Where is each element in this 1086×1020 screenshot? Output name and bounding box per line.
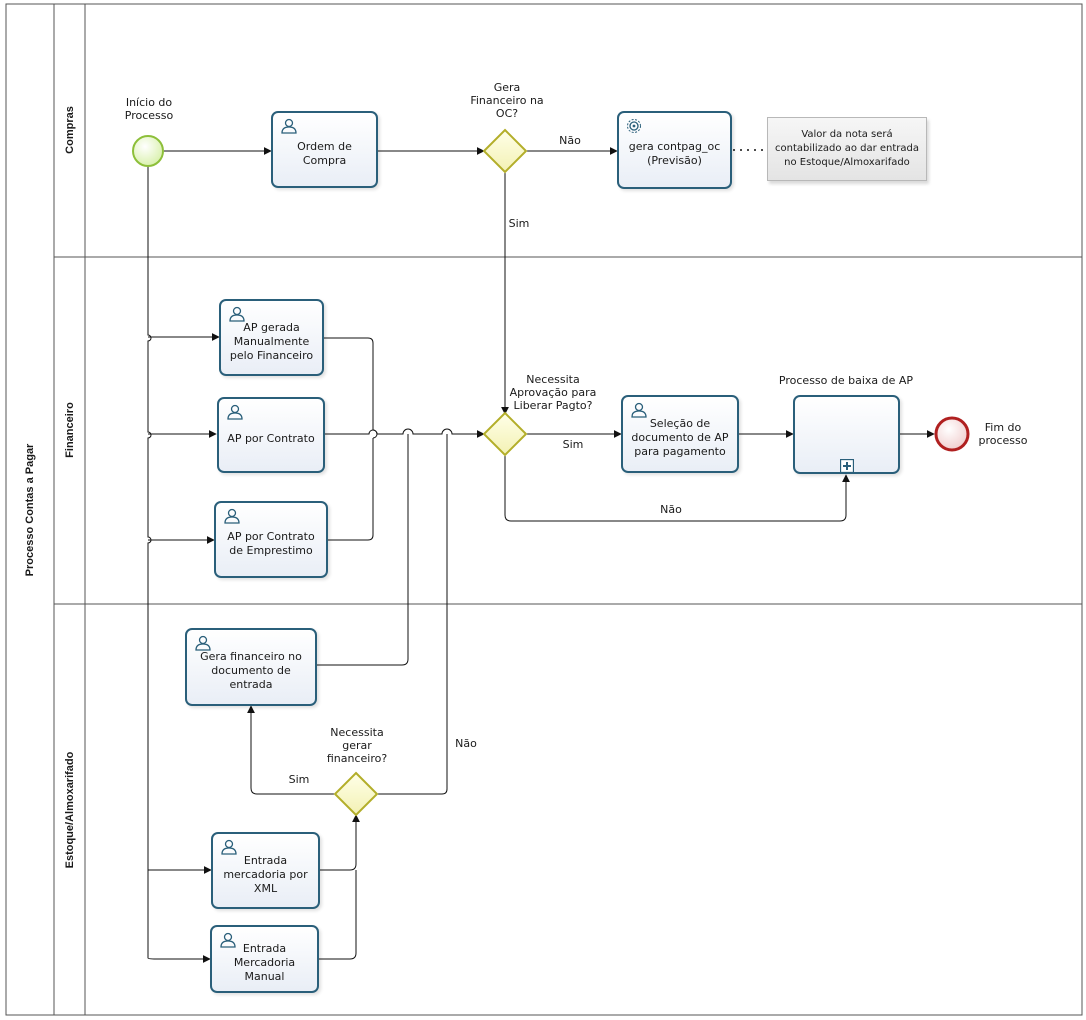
gateway-necessita-aprovacao[interactable]: [482, 411, 528, 457]
task-label: AP por Contrato: [227, 432, 315, 445]
start-event-label: Início do Processo: [124, 96, 174, 122]
gateway-necessita-gerar-financeiro[interactable]: [333, 771, 379, 817]
pool: Processo Contas a Pagar Compras Financei…: [5, 3, 1083, 1016]
sequence-flows: [147, 147, 935, 963]
task-gera-contpag-oc[interactable]: gera contpag_oc (Previsão): [617, 111, 732, 189]
pool-title: Processo Contas a Pagar: [24, 443, 36, 576]
text-annotation: Valor da nota será contabilizado ao dar …: [767, 117, 927, 181]
user-icon: [227, 404, 243, 420]
user-icon: [220, 932, 236, 948]
task-ap-por-contrato-emprestimo[interactable]: AP por Contrato de Emprestimo: [214, 501, 328, 578]
task-entrada-mercadoria-xml[interactable]: Entrada mercadoria por XML: [211, 832, 320, 909]
subprocess-baixa-de-ap[interactable]: [793, 395, 900, 474]
flow-gera-fin-gw2: [317, 434, 409, 666]
flow-gw3-nao: [376, 434, 448, 795]
flow-ap-emprestimo-gw2: [327, 438, 374, 541]
start-event[interactable]: [132, 135, 164, 167]
subprocess-label: Processo de baixa de AP: [778, 374, 914, 387]
flow-entrada-manual-gw3: [319, 870, 357, 960]
pool-border: [5, 3, 1083, 1016]
task-label: Ordem de Compra: [297, 139, 352, 167]
gateway-necessita-aprovacao-label: Necessita Aprovação para Liberar Pagto?: [509, 373, 597, 412]
task-entrada-mercadoria-manual[interactable]: Entrada Mercadoria Manual: [210, 925, 319, 993]
gear-icon: [627, 119, 641, 133]
user-icon: [281, 118, 297, 134]
flow-label-gw3-nao: Não: [455, 737, 477, 750]
user-icon: [221, 839, 237, 855]
task-label: Gera financeiro no documento de entrada: [200, 650, 302, 691]
gateway-gera-financeiro-oc[interactable]: [482, 128, 528, 174]
user-icon: [224, 508, 240, 524]
flow-label-gw1-nao: Não: [559, 134, 581, 147]
task-label: Seleção de documento de AP para pagament…: [631, 417, 729, 458]
end-event-label: Fim do processo: [978, 421, 1028, 447]
task-label: Entrada Mercadoria Manual: [233, 942, 296, 983]
task-ap-gerada-manualmente[interactable]: AP gerada Manualmente pelo Financeiro: [219, 299, 324, 376]
task-selecao-documento-ap[interactable]: Seleção de documento de AP para pagament…: [621, 395, 739, 473]
gateway-gera-financeiro-oc-label: Gera Financeiro na OC?: [470, 81, 544, 120]
flow-gw3-sim: [247, 705, 336, 795]
end-event[interactable]: [934, 416, 970, 452]
flow-entrada-xml-gw3: [320, 814, 360, 871]
lane-label-financeiro: Financeiro: [64, 402, 76, 458]
flow-ap-manual-gw2: [324, 337, 378, 439]
flow-label-gw2-sim: Sim: [562, 438, 584, 451]
user-icon: [195, 635, 211, 651]
flow-gw2-nao: [504, 455, 850, 522]
task-ordem-de-compra[interactable]: Ordem de Compra: [271, 111, 378, 188]
user-icon: [631, 402, 647, 418]
task-label: Entrada mercadoria por XML: [223, 853, 308, 895]
flow-label-gw1-sim: Sim: [508, 217, 530, 230]
task-label: AP gerada Manualmente pelo Financeiro: [229, 320, 314, 362]
task-label: AP por Contrato de Emprestimo: [227, 529, 315, 557]
task-label: gera contpag_oc (Previsão): [628, 140, 721, 167]
task-gera-financeiro-documento-entrada[interactable]: Gera financeiro no documento de entrada: [185, 628, 317, 706]
lane-label-compras: Compras: [64, 106, 76, 154]
task-ap-por-contrato[interactable]: AP por Contrato: [217, 397, 325, 473]
user-icon: [229, 306, 245, 322]
flow-label-gw2-nao: Não: [660, 503, 682, 516]
flow-label-gw3-sim: Sim: [288, 773, 310, 786]
flow-ap-contrato-gw2: [325, 428, 485, 438]
flow-start-trunk: [147, 166, 157, 960]
gateway-necessita-gerar-financeiro-label: Necessita gerar financeiro?: [326, 726, 388, 765]
expand-plus-icon[interactable]: [840, 459, 854, 473]
lane-label-estoque: Estoque/Almoxarifado: [64, 751, 76, 868]
